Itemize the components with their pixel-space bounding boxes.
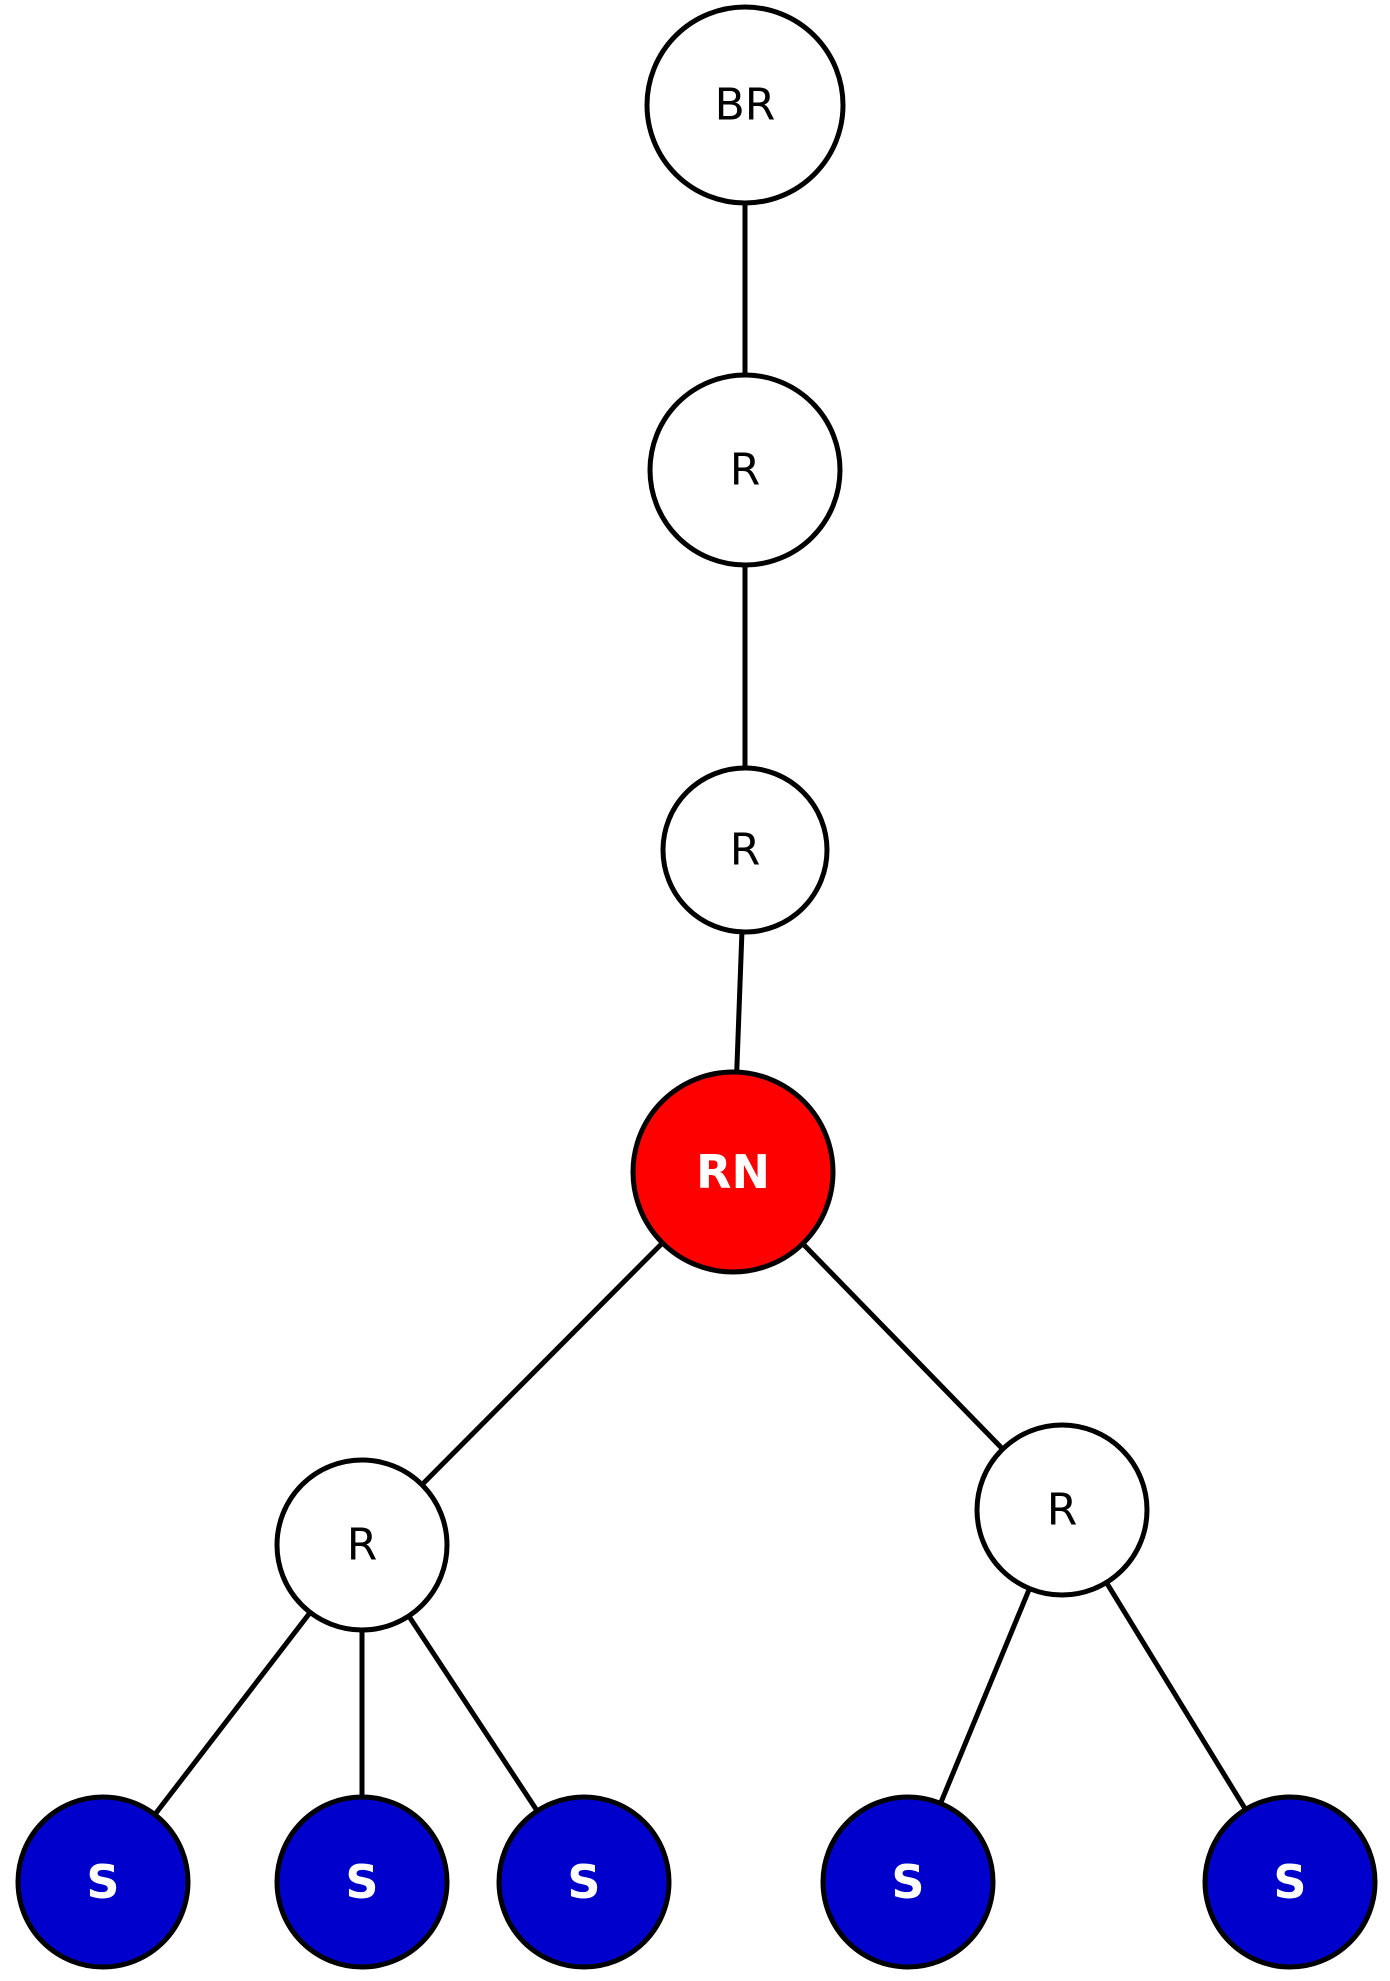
node-circle-s3	[496, 1794, 672, 1970]
node-r1: R	[647, 372, 843, 568]
node-circle-s1	[15, 1794, 191, 1970]
nodes-layer: BR R R RN R R S S S S S	[15, 4, 1378, 1970]
node-rr: R	[974, 1422, 1150, 1598]
node-label-rl: R	[347, 1520, 378, 1571]
node-circle-r2	[660, 765, 830, 935]
node-s3: S	[496, 1794, 672, 1970]
node-label-s4: S	[891, 1855, 924, 1909]
node-label-r2: R	[730, 825, 761, 876]
node-label-s5: S	[1273, 1855, 1306, 1909]
node-s1: S	[15, 1794, 191, 1970]
node-circle-s4	[820, 1794, 996, 1970]
node-br: BR	[644, 4, 846, 206]
node-rn: RN	[630, 1069, 836, 1275]
node-label-br: BR	[715, 80, 776, 131]
node-label-rn: RN	[696, 1145, 770, 1199]
node-s4: S	[820, 1794, 996, 1970]
node-circle-rl	[274, 1457, 450, 1633]
node-label-s2: S	[345, 1855, 378, 1909]
node-label-s3: S	[567, 1855, 600, 1909]
edges-layer	[101, 105, 1293, 1884]
node-circle-rr	[974, 1422, 1150, 1598]
node-circle-s2	[274, 1794, 450, 1970]
node-circle-br	[644, 4, 846, 206]
node-circle-s5	[1202, 1794, 1378, 1970]
node-label-s1: S	[86, 1855, 119, 1909]
node-r2: R	[660, 765, 830, 935]
node-s2: S	[274, 1794, 450, 1970]
node-s5: S	[1202, 1794, 1378, 1970]
node-label-r1: R	[730, 445, 761, 496]
node-label-rr: R	[1047, 1485, 1078, 1536]
node-circle-rn	[630, 1069, 836, 1275]
node-circle-r1	[647, 372, 843, 568]
node-rl: R	[274, 1457, 450, 1633]
